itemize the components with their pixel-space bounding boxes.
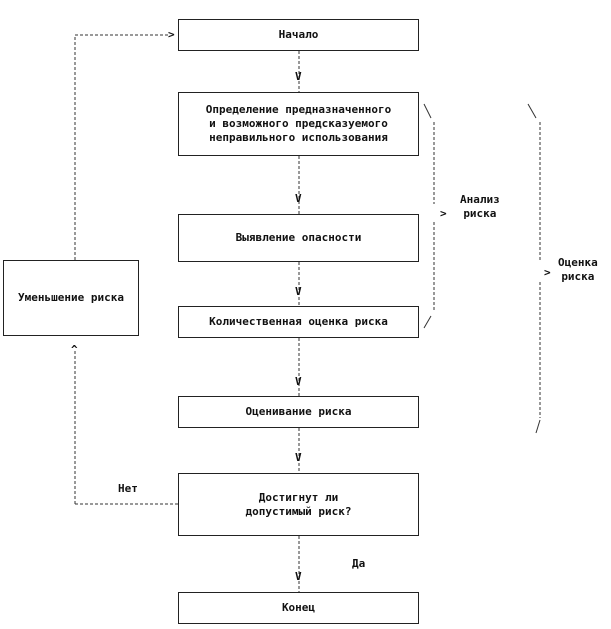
arrow-right-to-start: > [168,28,175,41]
arrow-up-to-reduce: ^ [71,343,78,356]
assessment-bracket-bottom [535,419,541,434]
analysis-bracket-top [423,103,432,119]
define-use-box: Определение предназначенного и возможног… [178,92,419,156]
analysis-bracket-bottom [423,315,432,329]
assessment-bracket-top [527,103,537,119]
arrow-v-3: V [295,285,302,298]
estimate-risk-box: Количественная оценка риска [178,306,419,338]
arrow-v-6: V [295,570,302,583]
start-box: Начало [178,19,419,51]
identify-hazard-box: Выявление опасности [178,214,419,262]
evaluate-risk-box: Оценивание риска [178,396,419,428]
end-box: Конец [178,592,419,624]
arrow-v-2: V [295,192,302,205]
edge-label-yes: Да [352,557,366,570]
arrow-v-1: V [295,70,302,83]
assessment-bracket-point: > [544,266,551,279]
analysis-bracket-point: > [440,207,447,220]
analysis-group-label: Анализ риска [460,193,500,220]
assessment-group-label: Оценка риска [558,256,598,283]
reduce-risk-box: Уменьшение риска [3,260,139,336]
arrow-v-5: V [295,451,302,464]
decision-box: Достигнут ли допустимый риск? [178,473,419,536]
arrow-v-4: V [295,375,302,388]
edge-label-no: Нет [118,482,138,495]
